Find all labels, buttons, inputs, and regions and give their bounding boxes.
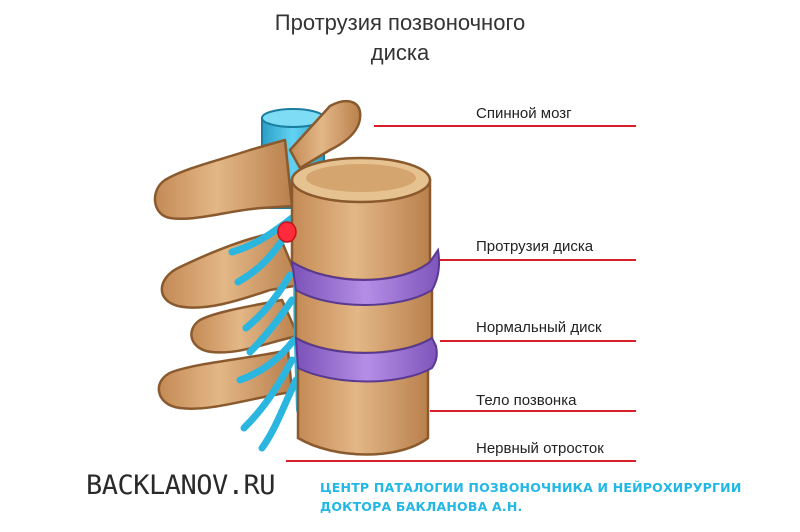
leader-nerve-root <box>286 460 636 462</box>
organization-line-2: ДОКТОРА БАКЛАНОВА А.Н. <box>320 499 523 514</box>
leader-disc-protrusion <box>440 259 636 261</box>
normal-disc-shape <box>294 336 438 383</box>
leader-normal-disc <box>440 340 636 342</box>
vertebral-bodies <box>290 156 434 456</box>
site-name: BACKLANOV.RU <box>86 470 276 501</box>
protrusion-highlight <box>277 221 297 243</box>
title-line-1: Протрузия позвоночного <box>274 10 526 35</box>
label-normal-disc: Нормальный диск <box>476 319 602 336</box>
label-spinal-cord: Спинной мозг <box>476 105 572 122</box>
label-disc-protrusion: Протрузия диска <box>476 238 594 255</box>
label-vertebral-body: Тело позвонка <box>476 392 577 409</box>
diagram-title: Протрузия позвоночного диска <box>0 8 800 68</box>
title-line-2: диска <box>370 40 430 65</box>
label-nerve-root: Нервный отросток <box>476 440 604 457</box>
protruding-disc <box>290 247 441 306</box>
leader-spinal-cord <box>374 125 636 127</box>
organization-name: ЦЕНТР ПАТАЛОГИИ ПОЗВОНОЧНИКА И НЕЙРОХИРУ… <box>320 478 742 516</box>
intervertebral-discs <box>290 247 441 383</box>
leader-vertebral-body <box>430 410 636 412</box>
organization-line-1: ЦЕНТР ПАТАЛОГИИ ПОЗВОНОЧНИКА И НЕЙРОХИРУ… <box>320 480 742 495</box>
